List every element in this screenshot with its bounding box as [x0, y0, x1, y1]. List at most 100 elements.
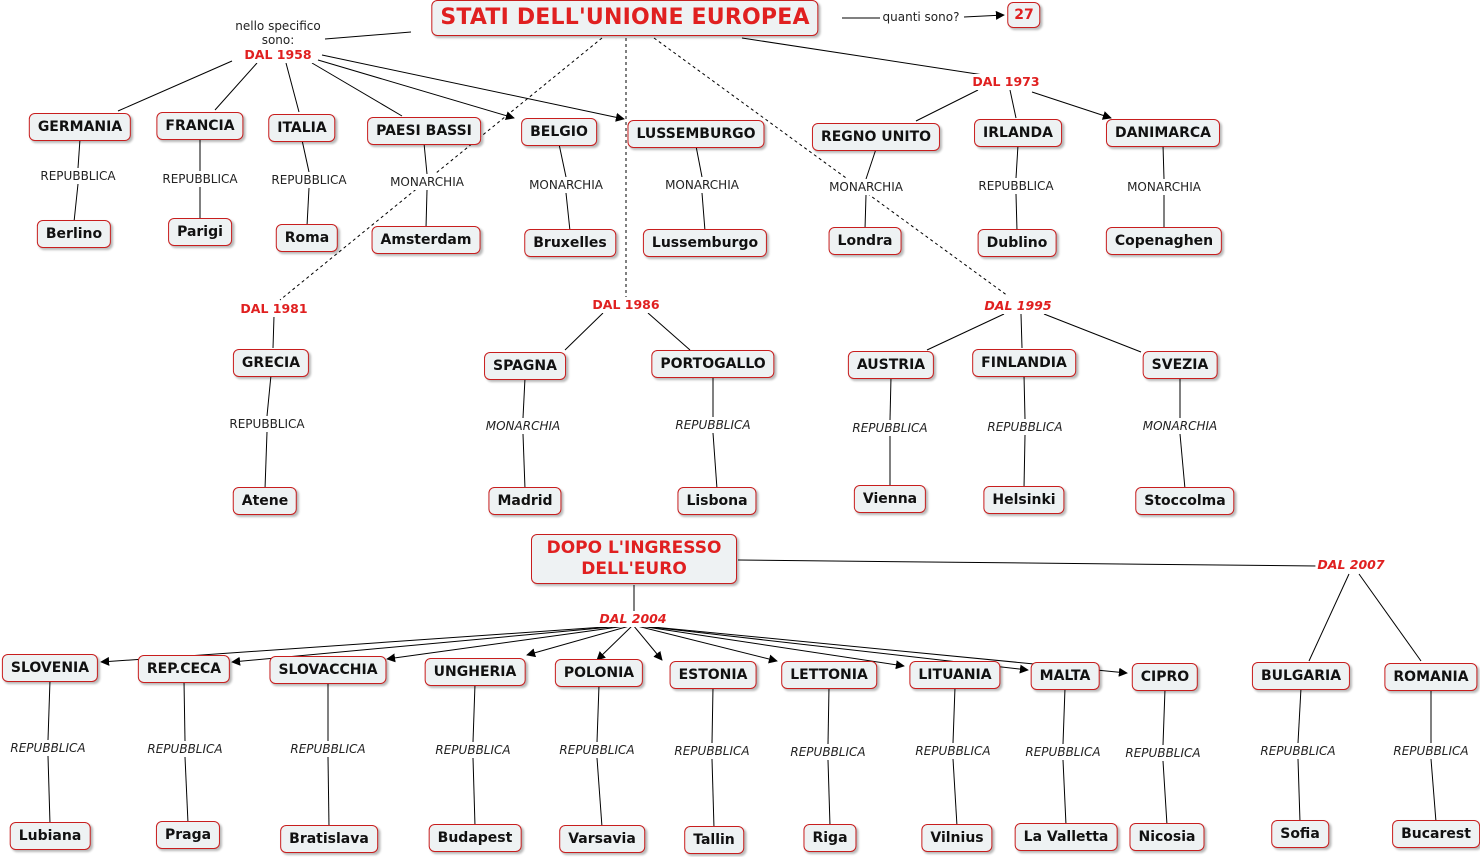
- capital-bucarest[interactable]: Bucarest: [1392, 820, 1480, 848]
- capital-stoccolma[interactable]: Stoccolma: [1135, 487, 1235, 515]
- link-slovenia-form: [47, 679, 51, 741]
- country-regno-unito[interactable]: REGNO UNITO: [811, 123, 941, 151]
- capital-bratislava[interactable]: Bratislava: [280, 825, 378, 853]
- country-romania[interactable]: ROMANIA: [1384, 663, 1478, 691]
- country-spagna[interactable]: SPAGNA: [484, 352, 566, 380]
- link-svezia-capital: [1179, 433, 1186, 490]
- link-quanti-count: [963, 10, 1005, 20]
- country-italia[interactable]: ITALIA: [268, 114, 336, 142]
- year-1958-label: DAL 1958: [242, 47, 314, 63]
- year-1973-label: DAL 1973: [970, 74, 1042, 90]
- link-regno-unito-capital: [864, 194, 867, 230]
- country-lussemburgo[interactable]: LUSSEMBURGO: [627, 120, 765, 148]
- capital-praga[interactable]: Praga: [155, 821, 221, 849]
- government-form-cipro: REPUBBLICA: [1123, 745, 1203, 761]
- capital-varsavia[interactable]: Varsavia: [559, 825, 645, 853]
- link-bulgaria-capital: [1297, 758, 1301, 823]
- country-paesi-bassi[interactable]: PAESI BASSI: [367, 117, 481, 145]
- capital-bruxelles[interactable]: Bruxelles: [524, 229, 616, 257]
- country-slovenia[interactable]: SLOVENIA: [1, 654, 99, 682]
- country-francia[interactable]: FRANCIA: [156, 112, 244, 140]
- country-lituania[interactable]: LITUANIA: [909, 661, 1001, 689]
- country-irlanda[interactable]: IRLANDA: [974, 119, 1062, 147]
- count-node[interactable]: 27: [1007, 2, 1041, 28]
- year-1995-label: DAL 1995: [982, 298, 1054, 314]
- link-bulgaria-form: [1297, 687, 1302, 744]
- government-form-italia: REPUBBLICA: [269, 172, 349, 188]
- capital-lisbona[interactable]: Lisbona: [677, 487, 757, 515]
- link-irlanda-form: [1015, 144, 1019, 179]
- capital-madrid[interactable]: Madrid: [488, 487, 562, 515]
- capital-vilnius[interactable]: Vilnius: [921, 824, 993, 852]
- link-ungheria-capital: [472, 757, 476, 827]
- link-1986-portogallo: [647, 312, 691, 351]
- country-polonia[interactable]: POLONIA: [554, 659, 644, 687]
- capital-tallin[interactable]: Tallin: [684, 826, 744, 854]
- country-portogallo[interactable]: PORTOGALLO: [651, 350, 775, 378]
- year-1981-label: DAL 1981: [238, 301, 310, 317]
- link-finlandia-capital: [1023, 434, 1026, 489]
- link-title-note: [324, 31, 412, 40]
- capital-la-valletta[interactable]: La Valletta: [1014, 823, 1118, 851]
- link-rep-ceca-capital: [184, 756, 189, 824]
- government-form-polonia: REPUBBLICA: [557, 742, 637, 758]
- capital-parigi[interactable]: Parigi: [168, 218, 232, 246]
- capital-londra[interactable]: Londra: [828, 227, 902, 255]
- country-malta[interactable]: MALTA: [1030, 662, 1100, 690]
- capital-lubiana[interactable]: Lubiana: [9, 822, 91, 850]
- link-1958-belgio: [317, 59, 515, 121]
- capital-sofia[interactable]: Sofia: [1271, 820, 1329, 848]
- country-finlandia[interactable]: FINLANDIA: [972, 349, 1076, 377]
- capital-atene[interactable]: Atene: [232, 487, 298, 515]
- link-1995-svezia: [1043, 313, 1142, 353]
- capital-amsterdam[interactable]: Amsterdam: [371, 226, 481, 254]
- link-title-1981: [279, 37, 603, 301]
- country-grecia[interactable]: GRECIA: [232, 349, 310, 377]
- country-estonia[interactable]: ESTONIA: [669, 661, 757, 689]
- link-2004-target-7: [632, 624, 778, 664]
- link-estonia-capital: [711, 758, 715, 829]
- country-danimarca[interactable]: DANIMARCA: [1105, 119, 1221, 147]
- country-lettonia[interactable]: LETTONIA: [781, 661, 877, 689]
- title-node[interactable]: STATI DELL'UNIONE EUROPEA: [431, 0, 819, 36]
- link-1958-paesi-bassi: [311, 62, 403, 117]
- link-2004-target-3: [386, 624, 634, 663]
- country-svezia[interactable]: SVEZIA: [1142, 351, 1218, 379]
- capital-helsinki[interactable]: Helsinki: [983, 486, 1065, 514]
- capital-budapest[interactable]: Budapest: [428, 824, 522, 852]
- capital-dublino[interactable]: Dublino: [977, 229, 1057, 257]
- country-austria[interactable]: AUSTRIA: [847, 351, 935, 379]
- link-lussemburgo-capital: [701, 192, 706, 232]
- government-form-bulgaria: REPUBBLICA: [1258, 743, 1338, 759]
- link-grecia-form: [266, 374, 272, 417]
- country-rep-ceca[interactable]: REP.CECA: [137, 655, 231, 683]
- link-spagna-capital: [522, 433, 526, 490]
- link-2004-target-4: [526, 624, 634, 658]
- country-bulgaria[interactable]: BULGARIA: [1251, 662, 1351, 690]
- link-italia-capital: [306, 187, 310, 227]
- link-portogallo-capital: [712, 432, 718, 490]
- government-form-grecia: REPUBBLICA: [227, 416, 307, 432]
- country-slovacchia[interactable]: SLOVACCHIA: [269, 656, 387, 684]
- capital-riga[interactable]: Riga: [803, 824, 857, 852]
- capital-lussemburgo[interactable]: Lussemburgo: [642, 229, 768, 257]
- capital-nicosia[interactable]: Nicosia: [1129, 823, 1205, 851]
- capital-copenaghen[interactable]: Copenaghen: [1105, 227, 1223, 255]
- link-1973-regno-unito: [915, 89, 979, 122]
- country-germania[interactable]: GERMANIA: [28, 113, 132, 141]
- link-germania-form: [77, 138, 81, 169]
- capital-roma[interactable]: Roma: [275, 224, 339, 252]
- euro-node[interactable]: DOPO L'INGRESSO DELL'EURO: [531, 534, 737, 584]
- capital-vienna[interactable]: Vienna: [853, 485, 927, 513]
- link-1973-irlanda: [1009, 89, 1017, 119]
- link-2004-target-2: [231, 624, 634, 666]
- link-1986-spagna: [564, 312, 604, 351]
- link-grecia-capital: [264, 431, 268, 490]
- government-form-estonia: REPUBBLICA: [672, 743, 752, 759]
- capital-berlino[interactable]: Berlino: [36, 220, 112, 248]
- link-cipro-form: [1162, 688, 1166, 746]
- country-cipro[interactable]: CIPRO: [1131, 663, 1199, 691]
- country-belgio[interactable]: BELGIO: [521, 118, 597, 146]
- country-ungheria[interactable]: UNGHERIA: [424, 658, 526, 686]
